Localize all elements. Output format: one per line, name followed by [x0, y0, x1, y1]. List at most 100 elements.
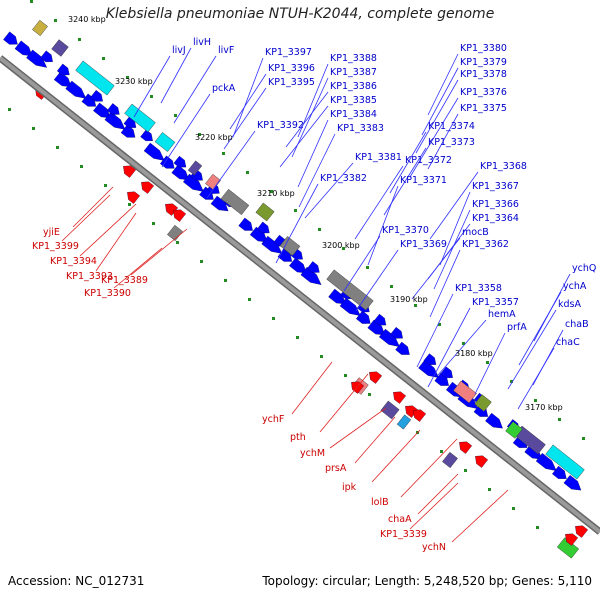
- callout-line: [429, 249, 461, 318]
- callout-line: [95, 212, 137, 272]
- track-tick-mark: [32, 127, 35, 130]
- callout-line: [415, 79, 459, 154]
- forward-gene-arrow: [367, 319, 386, 336]
- gene-label-kp1_3383: KP1_3383: [337, 123, 384, 134]
- forward-gene-arrow: [104, 111, 126, 130]
- track-tick-mark: [320, 355, 323, 358]
- callout-line: [319, 373, 369, 433]
- callout-line: [279, 105, 329, 168]
- accession-text: Accession: NC_012731: [8, 574, 145, 588]
- track-tick-mark: [272, 317, 275, 320]
- track-tick-mark: [8, 108, 11, 111]
- reverse-gene-arrow: [459, 441, 473, 454]
- callout-line: [517, 347, 555, 410]
- track-tick-mark: [582, 437, 585, 440]
- gene-label-kp1_3394: KP1_3394: [50, 256, 97, 267]
- callout-line: [507, 309, 557, 390]
- gene-label-ychf: ychF: [262, 414, 284, 425]
- reverse-gene-arrow: [173, 209, 187, 222]
- forward-gene-arrow: [93, 102, 111, 119]
- track-tick-mark: [224, 279, 227, 282]
- forward-gene-arrow: [210, 195, 229, 212]
- callout-line: [285, 91, 329, 148]
- callout-line: [173, 55, 217, 124]
- gene-label-kp1_3372: KP1_3372: [405, 155, 452, 166]
- forward-gene-arrow: [440, 366, 453, 379]
- forward-gene-arrow: [339, 297, 361, 316]
- forward-gene-arrow: [238, 217, 253, 231]
- forward-gene-arrow: [249, 226, 268, 243]
- forward-gene-arrow: [140, 129, 153, 142]
- gene-label-kp1_3390: KP1_3390: [84, 288, 131, 299]
- callout-line: [371, 429, 421, 483]
- callout-line: [72, 186, 114, 228]
- track-tick-mark: [368, 393, 371, 396]
- scale-label: 3230 kbp: [115, 77, 153, 86]
- gene-label-kp1_3374: KP1_3374: [428, 121, 475, 132]
- track-tick-mark: [104, 184, 107, 187]
- reverse-gene-arrow: [165, 203, 179, 216]
- callout-line: [232, 57, 264, 138]
- forward-gene-arrow: [373, 313, 387, 326]
- gene-label-kp1_3397: KP1_3397: [265, 47, 312, 58]
- gene-label-kp1_3358: KP1_3358: [455, 283, 502, 294]
- cds-block: [220, 188, 250, 216]
- gene-label-pth: pth: [290, 432, 306, 443]
- scale-label: 3170 kbp: [525, 403, 563, 412]
- forward-gene-arrow: [418, 359, 440, 378]
- callout-line: [427, 307, 471, 388]
- gene-label-ipk: ipk: [342, 482, 357, 493]
- reverse-gene-arrow: [127, 191, 141, 204]
- gene-label-kp1_3395: KP1_3395: [268, 77, 315, 88]
- gene-label-livh: livH: [193, 37, 211, 48]
- track-tick-mark: [150, 95, 153, 98]
- gene-label-livj: livJ: [172, 45, 186, 56]
- gene-label-kp1_3370: KP1_3370: [382, 225, 429, 236]
- track-tick-mark: [344, 374, 347, 377]
- callout-line: [297, 119, 329, 188]
- gene-label-kp1_3364: KP1_3364: [472, 213, 519, 224]
- gene-label-livf: livF: [218, 45, 234, 56]
- cds-block: [32, 19, 48, 37]
- track-tick-mark: [512, 507, 515, 510]
- callout-line: [518, 291, 562, 366]
- gene-label-kp1_3389: KP1_3389: [101, 275, 148, 286]
- gene-label-prsa: prsA: [325, 463, 347, 474]
- callout-line: [113, 247, 163, 289]
- track-tick-mark: [414, 304, 417, 307]
- callout-line: [343, 235, 381, 292]
- callout-line: [451, 489, 509, 543]
- cds-block: [396, 414, 412, 430]
- track-tick-mark: [294, 209, 297, 212]
- reverse-gene-arrow: [369, 371, 383, 384]
- cds-block: [205, 173, 221, 191]
- callout-line: [429, 171, 479, 240]
- forward-gene-arrow: [423, 353, 437, 365]
- gene-label-pcka: pckA: [212, 83, 236, 94]
- forward-gene-arrow: [355, 310, 371, 324]
- callout-line: [389, 131, 427, 194]
- cds-block: [187, 160, 203, 176]
- map-title: Klebsiella pneumoniae NTUH-K2044, comple…: [105, 6, 495, 22]
- forward-gene-arrow: [123, 116, 137, 128]
- track-tick-mark: [296, 336, 299, 339]
- reverse-gene-arrow: [575, 525, 589, 538]
- callout-line: [474, 332, 506, 395]
- track-tick-mark: [152, 222, 155, 225]
- track-tick-mark: [558, 418, 561, 421]
- callout-line: [298, 133, 336, 208]
- gene-label-kp1_3367: KP1_3367: [472, 181, 519, 192]
- scale-label: 3240 kbp: [68, 15, 106, 24]
- gene-label-chab: chaB: [565, 319, 589, 330]
- cds-block: [154, 132, 176, 152]
- track-tick-mark: [270, 190, 273, 193]
- cds-block: [474, 394, 492, 412]
- forward-gene-arrow: [56, 63, 70, 76]
- callout-line: [304, 162, 354, 219]
- callout-line: [354, 165, 404, 240]
- gene-label-kp1_3387: KP1_3387: [330, 67, 377, 78]
- track-tick-mark: [440, 450, 443, 453]
- scale-label: 3190 kbp: [390, 295, 428, 304]
- track-tick-mark: [534, 399, 537, 402]
- track-tick-mark: [128, 203, 131, 206]
